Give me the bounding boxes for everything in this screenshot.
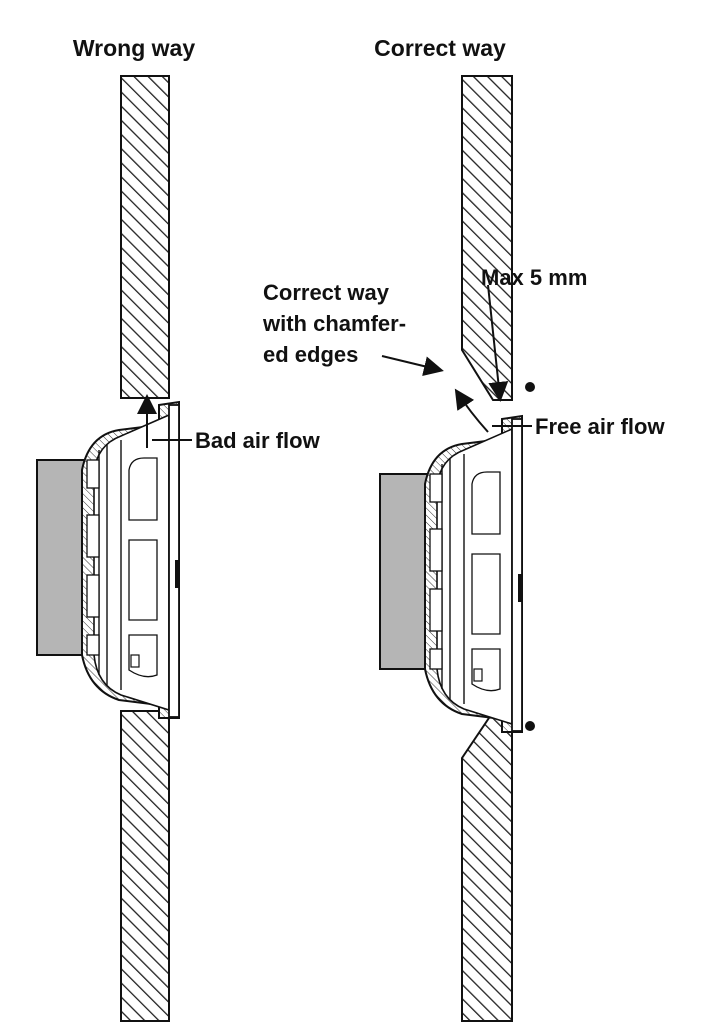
label-bad-air-flow: Bad air flow: [195, 428, 321, 453]
chamfer-pointer-arrow: [381, 355, 444, 376]
label-chamfer-line2: with chamfer-: [262, 311, 406, 336]
screw-lower: [525, 721, 535, 731]
label-free-air-flow: Free air flow: [535, 414, 665, 439]
title-wrong-way: Wrong way: [73, 35, 195, 61]
label-chamfer-line3: ed edges: [263, 342, 358, 367]
wall-upper-left: [120, 75, 170, 399]
fan-unit-left: [36, 401, 181, 719]
free-airflow-arrow: [454, 388, 489, 433]
fan-unit-right: [379, 415, 524, 733]
wall-lower-left: [120, 710, 170, 1022]
title-correct-way: Correct way: [374, 35, 506, 61]
max-gap-arrow: [487, 284, 509, 402]
wall-lower-right: [461, 711, 513, 1022]
label-chamfer-line1: Correct way: [263, 280, 390, 305]
correct-way-diagram: [379, 75, 535, 1022]
wrong-way-diagram: [36, 75, 192, 1022]
wall-upper-right: [461, 75, 513, 401]
label-max-gap: Max 5 mm: [481, 265, 587, 290]
screw-upper: [525, 382, 535, 392]
